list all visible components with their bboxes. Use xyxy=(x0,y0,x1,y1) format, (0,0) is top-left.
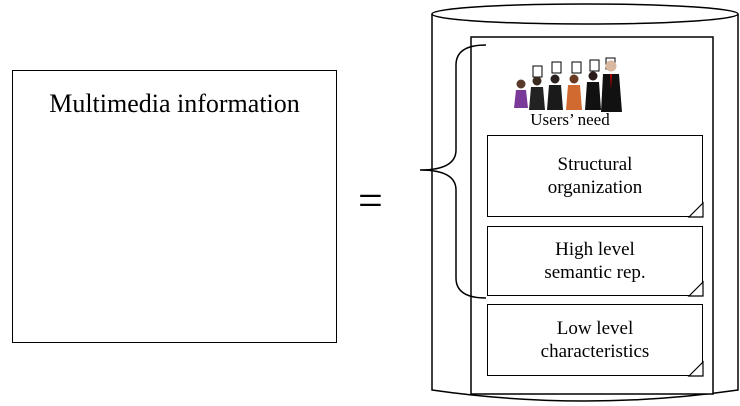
curly-brace xyxy=(419,44,487,299)
users-need-label: Users’ need xyxy=(530,110,610,129)
layer-high-level-semantic: High level semantic rep. xyxy=(487,226,703,296)
multimedia-title: Multimedia information xyxy=(49,89,300,118)
layer-line: characteristics xyxy=(540,341,650,362)
people-holding-signs-icon xyxy=(514,57,622,112)
multimedia-info-box: Multimedia information xyxy=(12,70,337,343)
layer-line: Low level xyxy=(556,318,634,339)
layer-low-level-characteristics: Low level characteristics xyxy=(487,304,703,376)
layer-line: organization xyxy=(547,177,643,198)
layer-line: semantic rep. xyxy=(544,262,646,283)
layer-structural-organization: Structural organization xyxy=(487,135,703,217)
equals-sign: = xyxy=(358,176,383,225)
layer-line: High level xyxy=(555,239,635,260)
layer-line: Structural xyxy=(557,154,633,175)
